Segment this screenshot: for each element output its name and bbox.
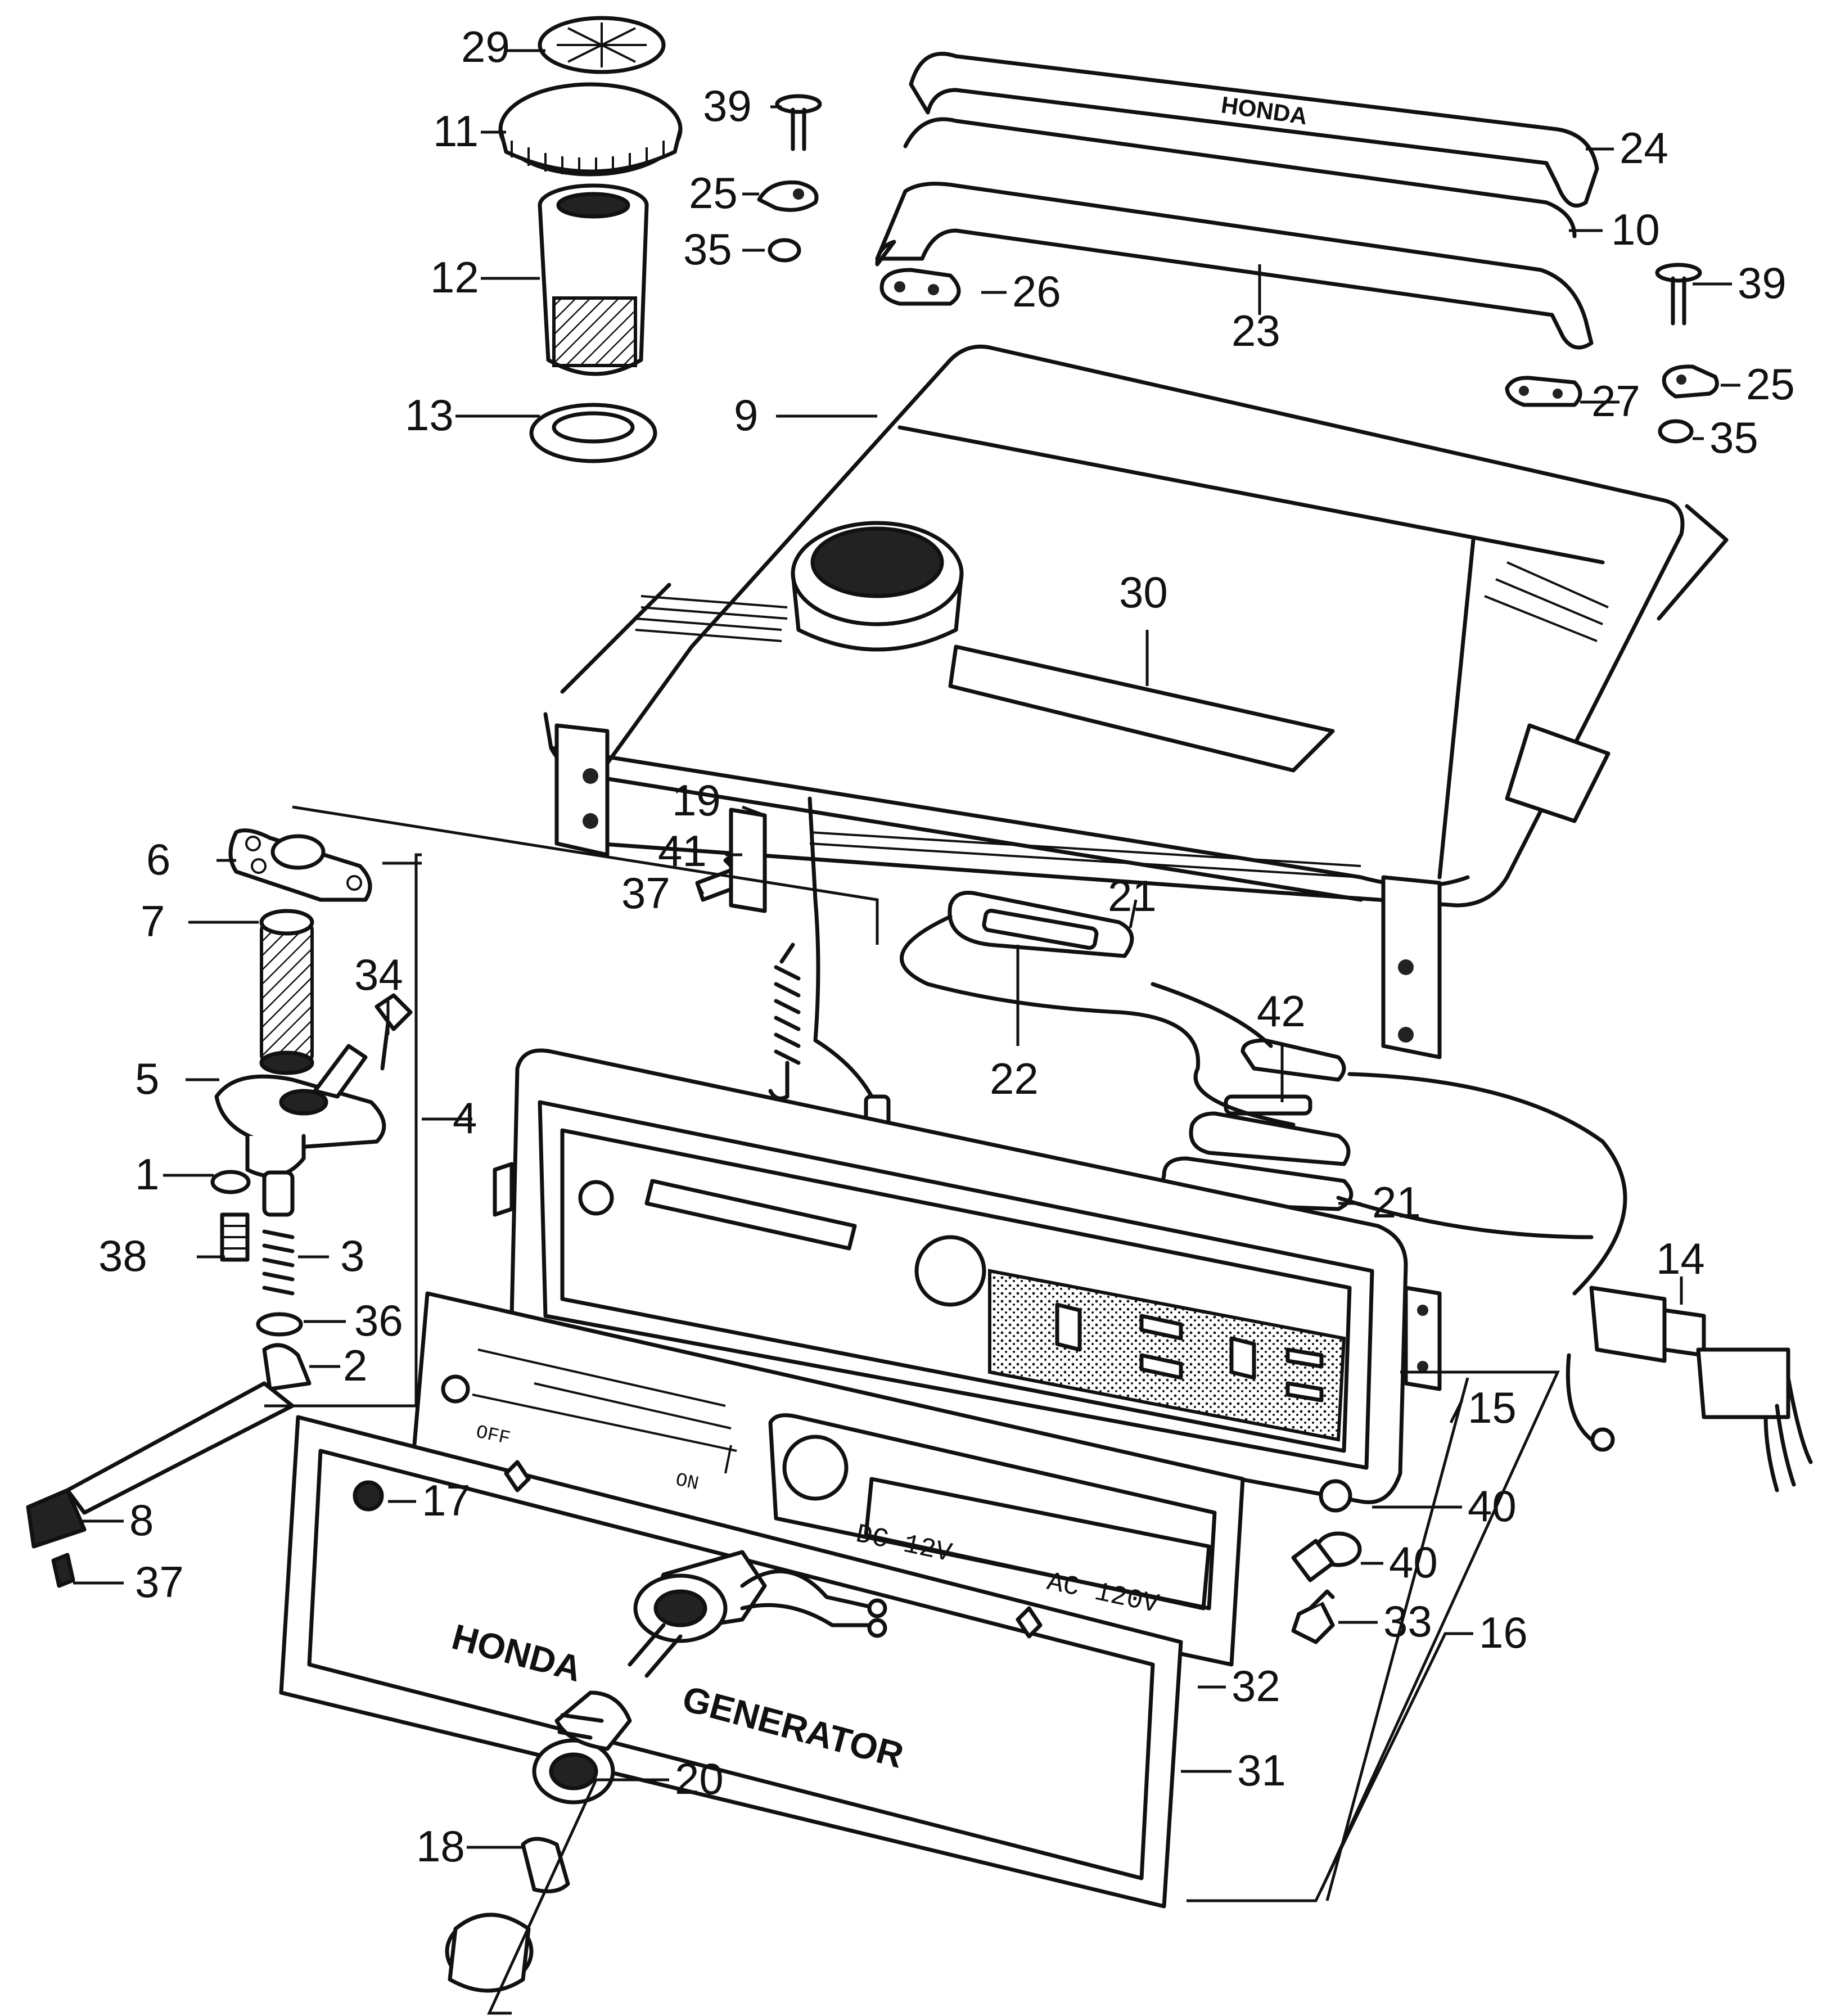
callout-3: 3 [340,1231,364,1280]
callout-1: 1 [135,1149,159,1199]
callout-36: 36 [354,1296,403,1345]
callout-8: 8 [129,1495,154,1545]
callout-40-upper: 40 [1468,1481,1517,1531]
callout-19: 19 [672,775,721,825]
fuel-tank [543,344,1729,1059]
callout-34: 34 [354,950,403,999]
callout-24: 24 [1620,123,1668,173]
fuse-holders-and-harness [768,796,1813,1492]
carry-handle-assembly: HONDA [875,52,1599,407]
callout-10: 10 [1611,205,1660,254]
callout-4: 4 [453,1093,477,1143]
front-bezel: HONDA GENERATOR [279,1415,1183,1909]
callout-21-lower: 21 [1372,1178,1421,1227]
callout-30: 29 [461,22,510,71]
mounting-hardware-left [757,94,1719,444]
callout-numbers: 29 11 12 13 39 25 35 26 24 10 23 39 25 2… [98,22,1795,1871]
leader-lines [73,49,1740,2015]
callout-27: 27 [1591,376,1640,426]
fuel-cap-assembly [498,16,683,463]
callout-39-left: 39 [703,81,752,130]
callout-5: 5 [135,1054,159,1103]
callout-42: 42 [1257,986,1306,1036]
callout-35-right: 35 [1709,413,1758,462]
callout-31: 31 [1237,1746,1286,1795]
callout-26: 26 [1012,267,1061,316]
callout-38: 38 [98,1231,147,1280]
callout-14: 14 [1656,1234,1705,1283]
callout-37-lower: 37 [135,1557,184,1607]
fuel-valve-assembly [26,828,413,1549]
callout-9: 9 [734,390,758,440]
callout-39-right: 39 [1738,258,1787,308]
callout-18: 18 [416,1821,465,1871]
callout-32: 32 [1231,1661,1280,1711]
callout-20: 20 [675,1754,724,1803]
callout-33: 33 [1383,1596,1432,1646]
callout-16: 16 [1479,1608,1528,1657]
callout-7: 7 [141,896,165,946]
callout-6: 6 [146,835,170,884]
callout-11: 11 [433,106,479,156]
callout-35-left: 35 [683,224,732,274]
callout-41: 41 [658,826,707,876]
callout-17: 17 [422,1476,471,1525]
control-box-housing [493,1048,1442,1504]
callout-37-upper: 37 [621,868,670,918]
callout-29: 30 [1119,567,1168,617]
callout-25-right: 25 [1746,359,1795,409]
callout-22: 22 [990,1054,1039,1103]
callout-40-lower: 40 [1389,1537,1438,1587]
callout-13: 13 [405,390,454,440]
callout-21-upper: 21 [1108,871,1157,921]
callout-12: 12 [430,252,479,302]
callout-25-left: 25 [689,168,738,218]
switch-on-label: ON [674,1470,701,1496]
fasteners-misc [51,808,1362,1644]
callout-2: 2 [343,1341,367,1390]
callout-15: 15 [1468,1383,1517,1432]
front-panel: OFF ON DC 12V AC 120V [408,1291,1245,1667]
callout-23: 23 [1231,306,1280,355]
